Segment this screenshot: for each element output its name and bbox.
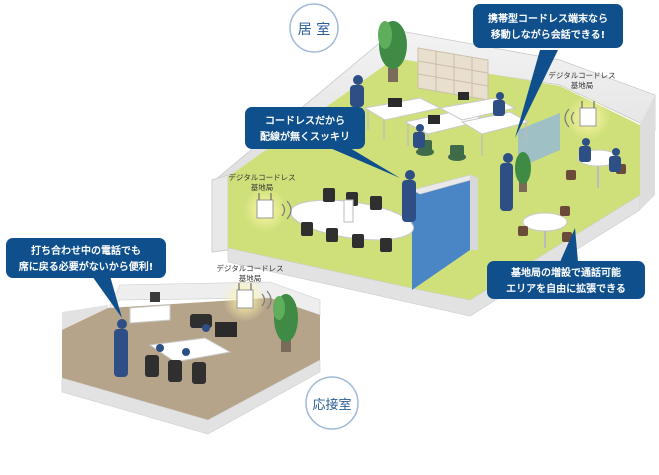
base-station-left-label-2: 基地局: [251, 182, 274, 192]
base-station-reception-label-2: 基地局: [239, 273, 262, 283]
glass-partition: [518, 113, 560, 168]
office-people: [350, 75, 621, 222]
base-station-right-label-1: デジタルコードレス: [548, 70, 615, 80]
reception-room-badge: 応接室: [305, 376, 359, 430]
callout-cordless-line-1: コードレスだから: [265, 115, 345, 127]
office-right-wall: [640, 95, 655, 210]
base-station-left-label-1: デジタルコードレス: [228, 172, 295, 182]
callout-meeting-line-2: 席に戻る必要がないから便利!: [19, 260, 154, 273]
reception-room-label: 応接室: [312, 397, 351, 413]
office-room-label: 居 室: [298, 21, 330, 38]
callout-mobile-line-1: 携帯型コードレス端末なら: [488, 12, 608, 25]
bookshelf: [417, 47, 489, 101]
callout-cordless: コードレスだから 配線が無くスッキリ: [245, 107, 400, 178]
callout-expand-line-2: エリアを自由に拡張できる: [506, 282, 626, 295]
plant-reception: [273, 294, 298, 352]
base-station-right: [564, 96, 610, 140]
office-partition: [412, 175, 470, 290]
reception-people: [114, 319, 210, 377]
callout-meeting-line-1: 打ち合わせ中の電話でも: [31, 244, 141, 257]
base-station-reception: [223, 278, 272, 322]
reception-floor-edge: [61, 359, 321, 435]
reception-room: [61, 281, 321, 435]
base-station-reception-label-1: デジタルコードレス: [216, 263, 283, 273]
reception-back-wall: [107, 281, 321, 316]
green-chairs: [416, 140, 466, 161]
plant-office-right: [515, 152, 531, 192]
callout-expand-line-1: 基地局の増設で通話可能: [510, 266, 621, 279]
reception-furniture: [129, 292, 237, 384]
water-server: [343, 199, 354, 223]
base-station-left: [243, 188, 292, 232]
callout-mobile-line-2: 移動しながら会話できる!: [491, 28, 605, 41]
base-station-right-label-2: 基地局: [571, 80, 594, 90]
callout-expand: 基地局の増設で通話可能 エリアを自由に拡張できる: [487, 228, 645, 299]
callout-mobile: 携帯型コードレス端末なら 移動しながら会話できる!: [473, 4, 623, 138]
desk-legs: [367, 110, 527, 156]
office-room-badge: 居 室: [289, 3, 339, 53]
office-left-wall: [211, 174, 229, 253]
callout-meeting: 打ち合わせ中の電話でも 席に戻る必要がないから便利!: [6, 238, 166, 318]
callout-cordless-line-2: 配線が無くスッキリ: [260, 130, 350, 143]
plant-office-top: [378, 21, 407, 82]
